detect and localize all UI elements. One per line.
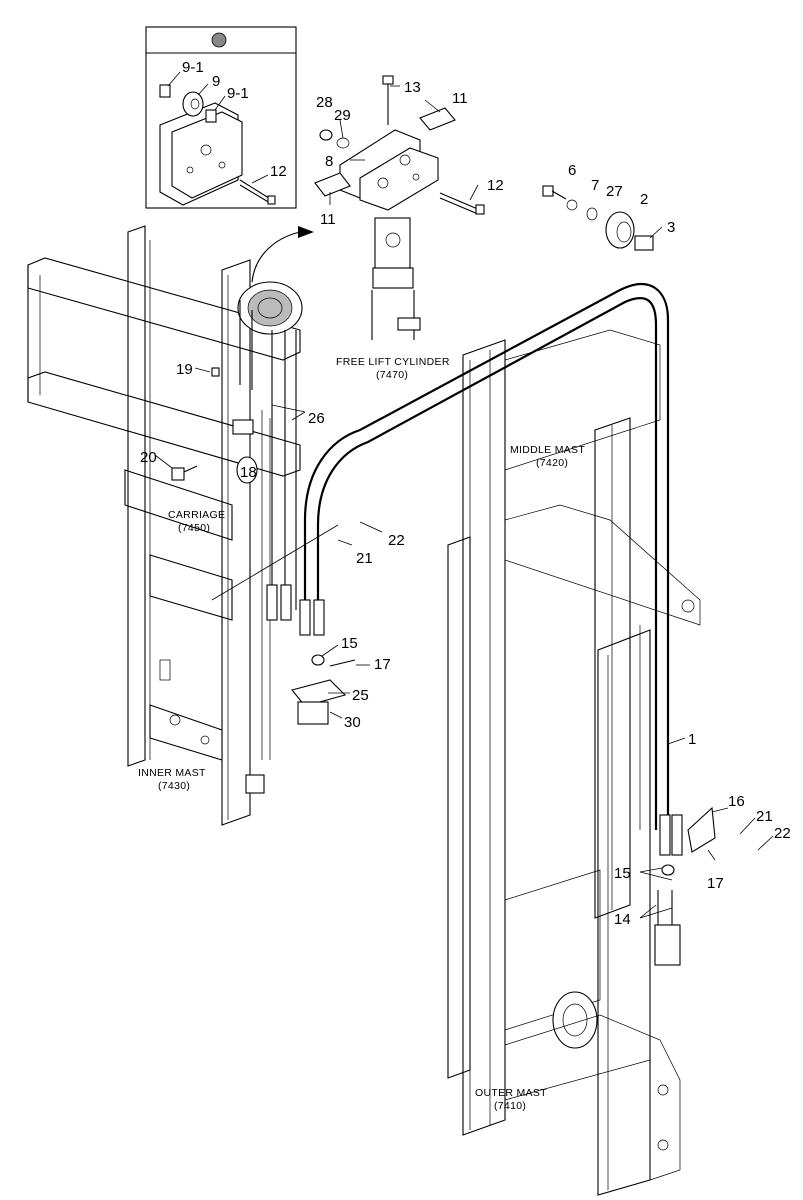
label-carriage-code: (7450) [178, 522, 210, 534]
carriage-inner-mast [27, 225, 314, 826]
callout-25: 25 [352, 687, 369, 704]
label-middle-mast: MIDDLE MAST [510, 444, 585, 456]
callout-19: 19 [176, 361, 193, 378]
callout-20: 20 [140, 449, 157, 466]
callout-16: 16 [728, 793, 745, 810]
callout-11-top: 11 [452, 90, 468, 107]
callout-12-bracket: 12 [487, 177, 504, 194]
callout-22-left: 22 [388, 532, 405, 549]
callout-9-1-right: 9-1 [227, 85, 249, 102]
callout-1: 1 [688, 731, 696, 748]
callout-numbers: 9-1 9 9-1 12 28 29 13 11 8 12 11 6 7 27 … [140, 59, 791, 928]
callout-11-bottom: 11 [320, 211, 336, 228]
callout-30: 30 [344, 714, 361, 731]
label-free-lift-cylinder: FREE LIFT CYLINDER [336, 356, 450, 368]
detail-inset [145, 26, 297, 209]
label-middle-mast-code: (7420) [536, 457, 568, 469]
callout-29: 29 [334, 107, 351, 124]
callout-26: 26 [308, 410, 325, 427]
callout-17-left: 17 [374, 656, 391, 673]
label-outer-mast: OUTER MAST [475, 1087, 547, 1099]
free-lift-bracket [314, 75, 485, 340]
callout-9: 9 [212, 73, 220, 90]
callout-28: 28 [316, 94, 333, 111]
callout-7: 7 [591, 177, 599, 194]
callout-8: 8 [325, 153, 333, 170]
component-labels: FREE LIFT CYLINDER (7470) MIDDLE MAST (7… [138, 356, 585, 1112]
pulley-parts [542, 185, 654, 251]
callout-14: 14 [614, 911, 631, 928]
callout-21-left: 21 [356, 550, 373, 567]
label-carriage: CARRIAGE [168, 509, 225, 521]
outer-mast [447, 536, 681, 1196]
callout-13: 13 [404, 79, 421, 96]
label-inner-mast-code: (7430) [158, 780, 190, 792]
label-free-lift-cylinder-code: (7470) [376, 369, 408, 381]
callout-17-right: 17 [707, 875, 724, 892]
callout-3: 3 [667, 219, 675, 236]
callout-6: 6 [568, 162, 576, 179]
callout-15-left: 15 [341, 635, 358, 652]
callout-27: 27 [606, 183, 623, 200]
leader-lines [154, 71, 774, 919]
callout-9-1-left: 9-1 [182, 59, 204, 76]
callout-22-right: 22 [774, 825, 791, 842]
callout-21-right: 21 [756, 808, 773, 825]
hose-assembly [239, 283, 716, 966]
callout-12-inset: 12 [270, 163, 287, 180]
callout-15-right: 15 [614, 865, 631, 882]
label-outer-mast-code: (7410) [494, 1100, 526, 1112]
callout-18: 18 [240, 464, 257, 481]
label-inner-mast: INNER MAST [138, 767, 206, 779]
callout-2: 2 [640, 191, 648, 208]
